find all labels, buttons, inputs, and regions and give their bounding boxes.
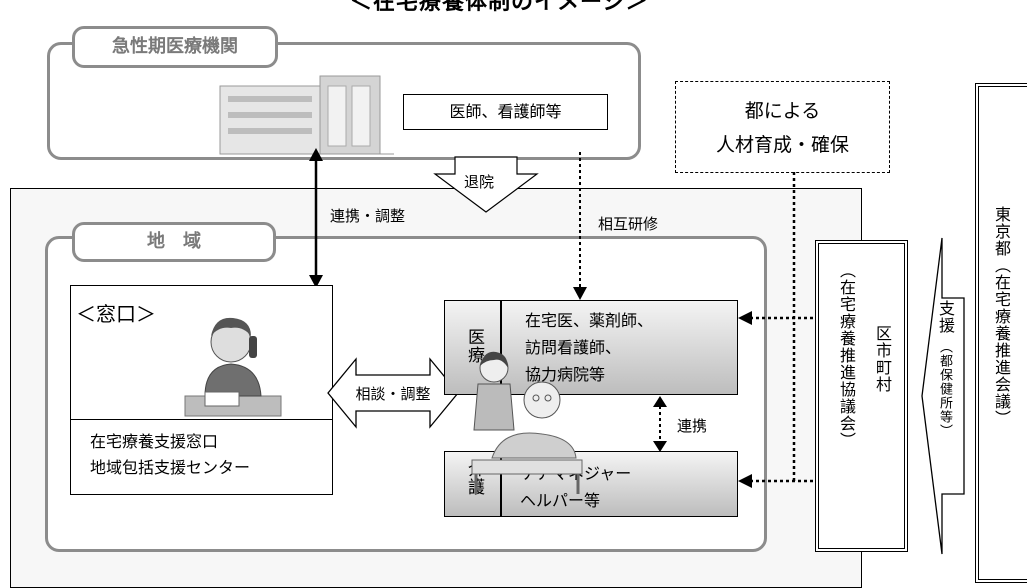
mutual-training-label: 相互研修 xyxy=(598,215,659,233)
training-dotted-connectors xyxy=(738,172,816,488)
diagram-title: ＜在宅療養体制のイメージ＞ xyxy=(350,0,649,15)
window-divider xyxy=(71,419,333,420)
hospital-staff-box: 医師、看護師等 xyxy=(403,94,608,130)
metro-training-line2: 人材育成・確保 xyxy=(715,134,849,156)
metro-training-line1: 都による xyxy=(744,100,821,122)
support-arrow xyxy=(921,237,965,555)
medical-label: 医療 xyxy=(464,328,484,364)
tokyo-name: 東京都（在宅療養推進会議） xyxy=(992,206,1011,427)
cooperation-connector xyxy=(309,148,323,288)
discharge-label: 退院 xyxy=(464,173,495,191)
window-line1: 在宅療養支援窓口 xyxy=(90,432,219,451)
medical-line3: 協力病院等 xyxy=(525,365,606,384)
patient-nurse-icon xyxy=(471,351,583,494)
care-label-divider xyxy=(500,451,502,517)
support-label: 支援 xyxy=(936,300,955,334)
cooperation-adjust-label: 連携・調整 xyxy=(330,207,406,225)
discharge-arrow xyxy=(433,156,539,213)
window-line2: 地域包括支援センター xyxy=(90,458,251,477)
municipality-name: 区市町村 xyxy=(873,325,892,393)
consult-label: 相談・調整 xyxy=(355,385,431,403)
care-box xyxy=(444,451,738,517)
hospital-building-icon xyxy=(219,75,394,155)
link-connector xyxy=(653,396,667,452)
window-title: ＜窓口＞ xyxy=(76,302,156,326)
window-box xyxy=(70,285,333,495)
municipality-council: （在宅療養推進協議会） xyxy=(837,262,856,449)
region-tab: 地 域 xyxy=(72,222,276,262)
medical-label-divider xyxy=(500,300,502,395)
medical-line1: 在宅医、薬剤師、 xyxy=(525,311,654,330)
receptionist-icon xyxy=(184,317,282,417)
metro-training-box xyxy=(675,81,890,173)
link-label: 連携 xyxy=(677,417,708,435)
mutual-training-connector xyxy=(573,152,587,300)
municipality-box xyxy=(815,240,908,552)
hospital-tab: 急性期医療機関 xyxy=(72,26,278,68)
support-sub: （都保健所等） xyxy=(937,340,952,438)
medical-line2: 訪問看護師、 xyxy=(525,338,622,357)
tokyo-box xyxy=(975,83,1027,583)
care-line2: ヘルパー等 xyxy=(520,491,601,510)
